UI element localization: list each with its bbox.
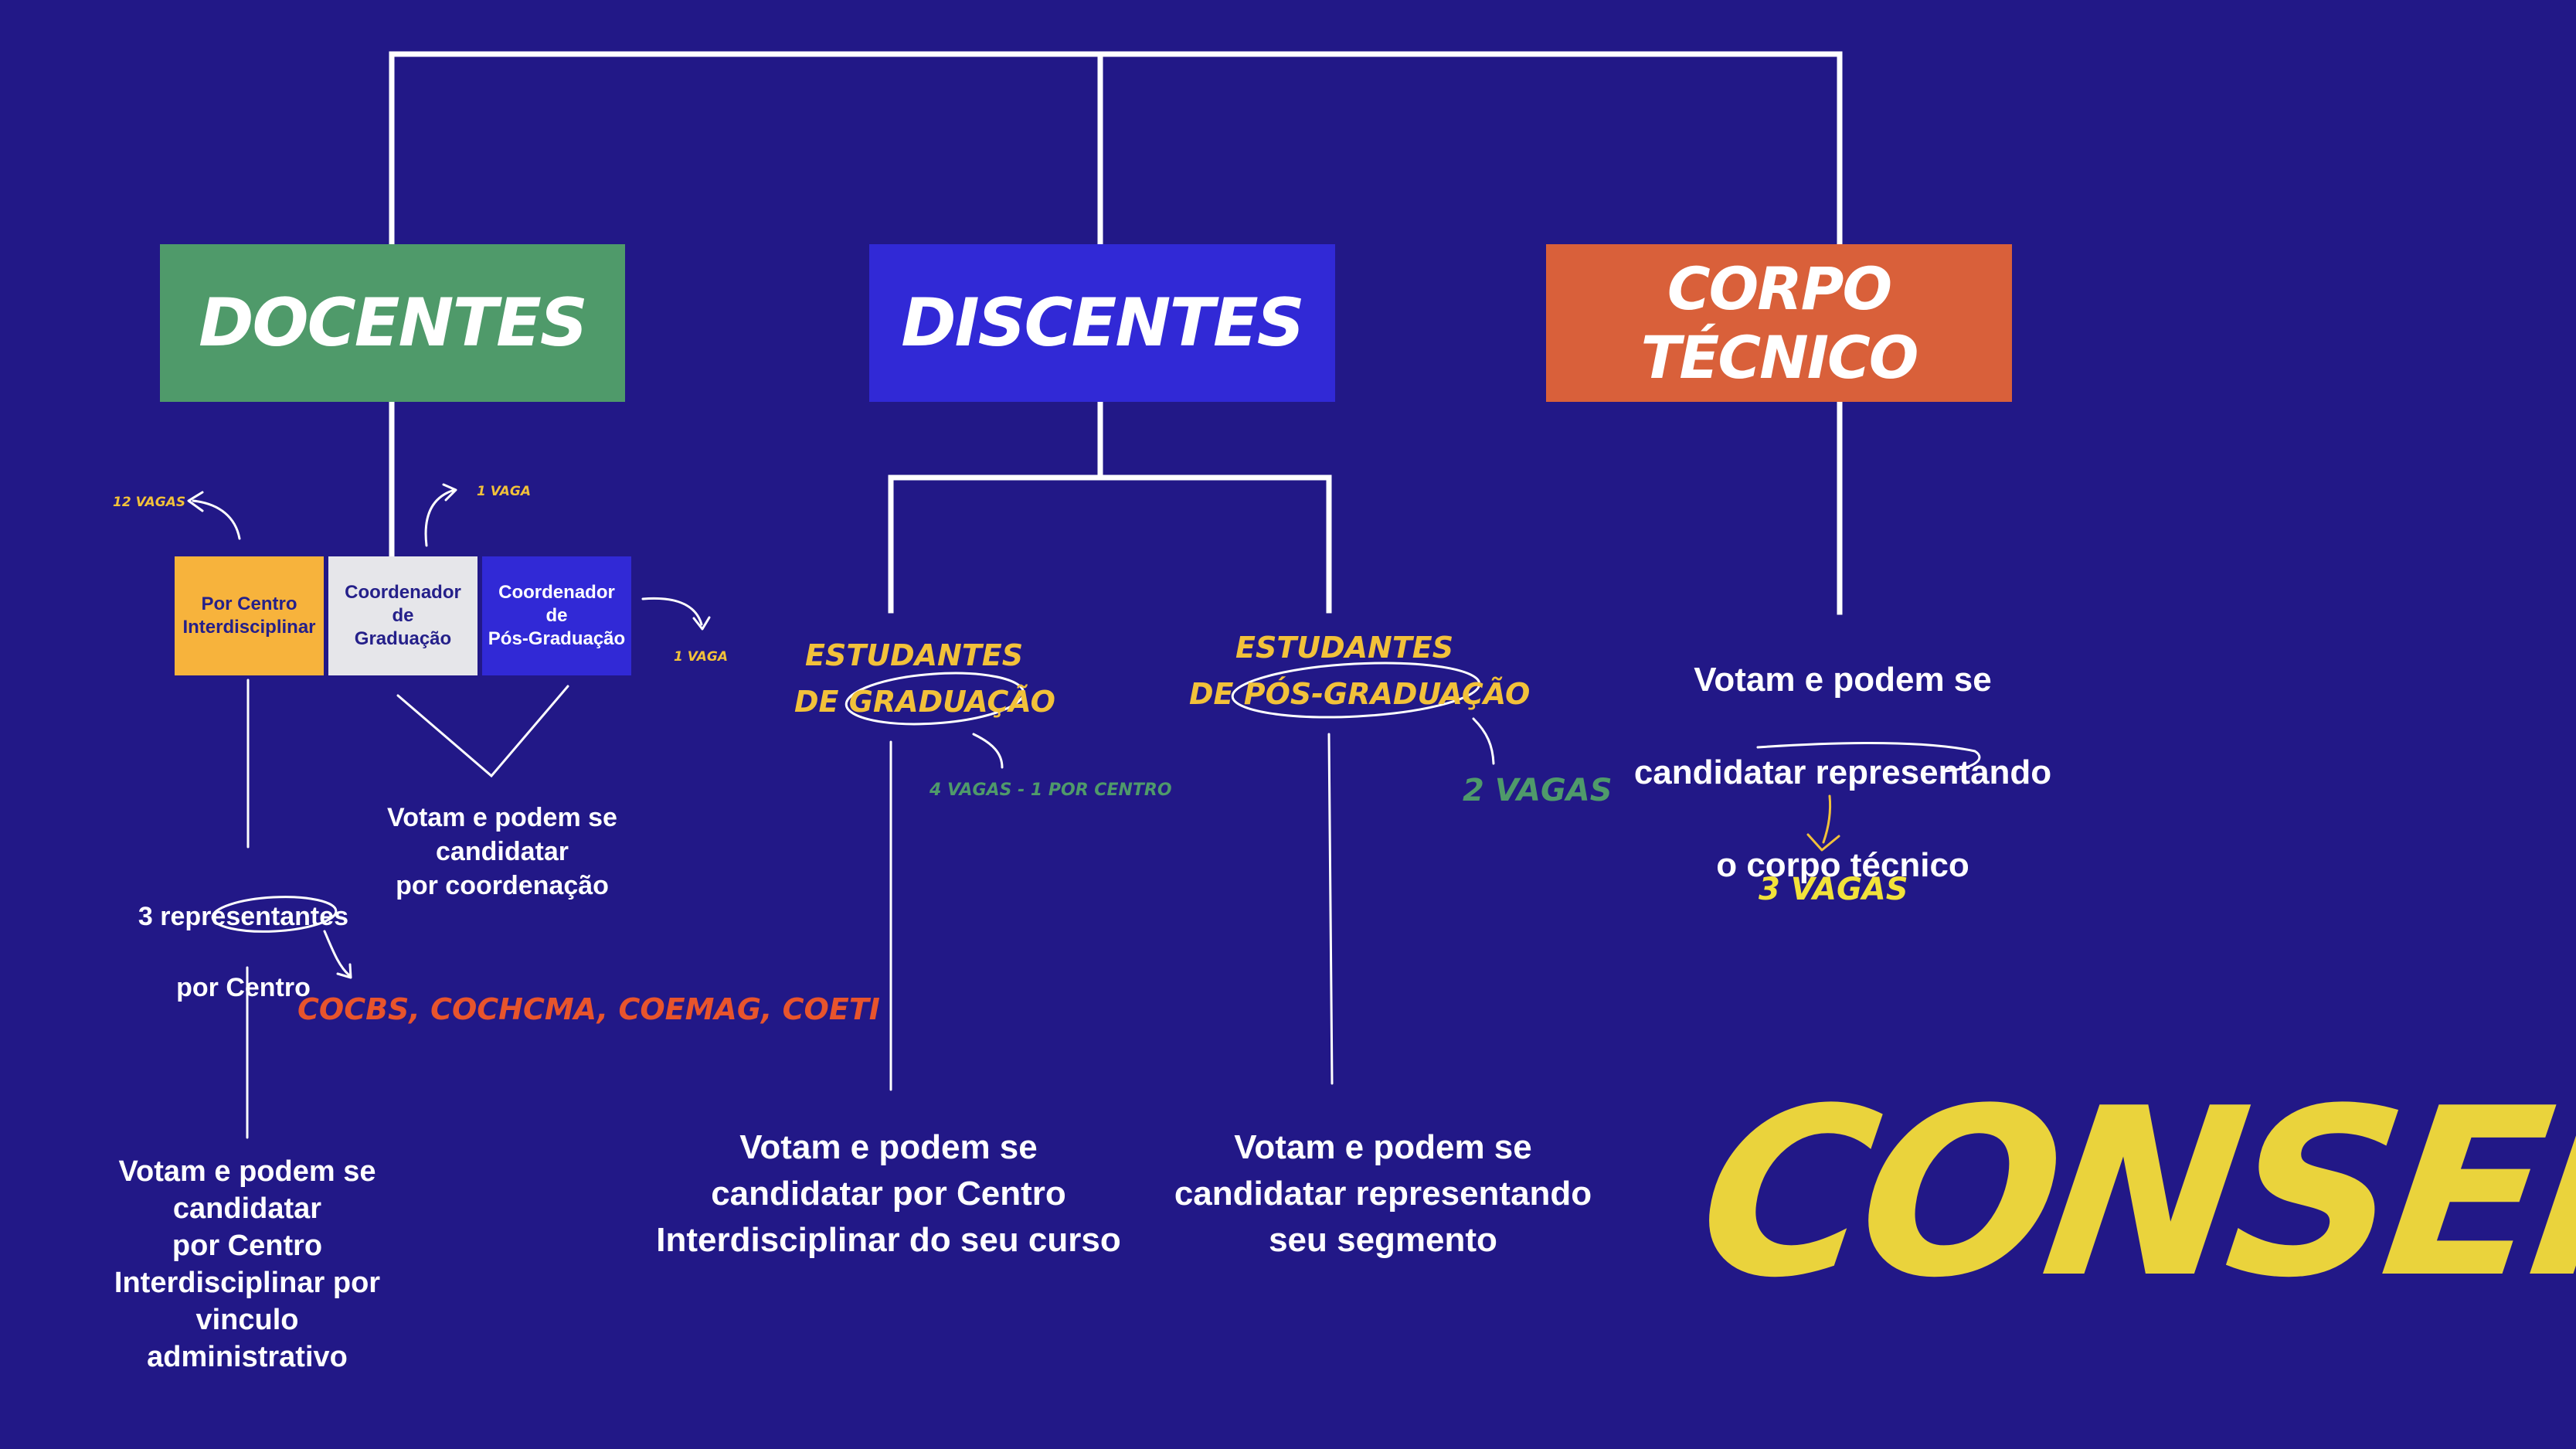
line-pos-down (1327, 733, 1334, 1085)
pos-label-word: PÓS-GRADUAÇÃO (1243, 677, 1531, 711)
label-estudantes-graduacao: ESTUDANTES DE GRADUAÇÃO (794, 632, 1055, 725)
pos-label-prefix: DE (1189, 677, 1234, 711)
grad-vagas-note: 4 VAGAS - 1 POR CENTRO (929, 781, 1172, 800)
corpo-tecnico-title: CORPO TÉCNICO (1640, 254, 1919, 392)
discentes-box: DISCENTES (869, 244, 1335, 402)
tecnico-text-prefix: o (1716, 846, 1738, 884)
arrow-1-vaga-pos (641, 597, 711, 631)
role-graduacao-box: Coordenador de Graduação (328, 556, 477, 675)
grad-label-prefix: DE (794, 685, 839, 719)
pos-label-line2: DE PÓS-GRADUAÇÃO (1189, 671, 1530, 717)
circle-pos-graduacao (1231, 662, 1481, 719)
underline-corpo-tecnico (1756, 742, 1981, 773)
centros-list: COCBS, COCHCMA, COEMAG, COETI (297, 992, 880, 1026)
pos-vagas-note: 2 VAGAS (1463, 773, 1613, 808)
tecnico-text-line3: o corpo técnico (1592, 842, 2094, 889)
vagas-pos-note: 1 VAGA (674, 649, 729, 665)
grad-label-line2: DE GRADUAÇÃO (794, 679, 1055, 725)
reps-word: Centro (226, 973, 311, 1002)
tecnico-text-line1: Votam e podem se (1694, 661, 1992, 699)
arrow-centro-list (323, 930, 352, 979)
top-bracket (389, 51, 1843, 247)
label-estudantes-pos: ESTUDANTES DE PÓS-GRADUAÇÃO (1189, 624, 1530, 717)
pos-label-line1: ESTUDANTES (1235, 631, 1454, 665)
reps-text-line1: 3 representantes (138, 902, 349, 931)
reps-text-line2: por Centro (100, 970, 386, 1005)
coordenacao-text: Votam e podem se candidatar por coordena… (387, 803, 617, 900)
coord-chevron (396, 685, 569, 778)
role-graduacao-label: Coordenador de Graduação (345, 582, 461, 649)
vagas-graduacao-note: 1 VAGA (477, 484, 532, 499)
grad-vote-text: Votam e podem se candidatar por Centro I… (656, 1128, 1121, 1259)
arrow-12-vagas (187, 491, 241, 540)
docentes-vote-text: Votam e podem se candidatar por Centro I… (114, 1155, 381, 1373)
discentes-split (888, 397, 1332, 614)
consepe-logo: CONSEPE (1684, 1059, 2576, 1328)
arrow-1-vaga-grad (424, 483, 457, 547)
corpo-tecnico-box: CORPO TÉCNICO (1546, 244, 2012, 402)
reps-text: 3 representantes por Centro (100, 863, 386, 1041)
tecnico-text-line2: candidatar representando (1633, 753, 2052, 791)
vagas-centro-note: 12 VAGAS (113, 495, 186, 510)
tecnico-vagas-note: 3 VAGAS (1759, 872, 1908, 907)
arrow-grad-vagas (972, 733, 1004, 769)
role-pos-label: Coordenador de Pós-Graduação (488, 582, 626, 649)
circle-centro (211, 896, 338, 933)
pos-vote-text: Votam e podem se candidatar representand… (1174, 1128, 1592, 1259)
role-centro-label: Por Centro Interdisciplinar (182, 594, 316, 638)
discentes-title: DISCENTES (901, 284, 1305, 362)
docentes-box: DOCENTES (160, 244, 625, 402)
docentes-title: DOCENTES (199, 284, 588, 362)
grad-label-word: GRADUAÇÃO (848, 685, 1055, 719)
arrow-tecnico-vagas (1806, 794, 1840, 852)
role-pos-box: Coordenador de Pós-Graduação (482, 556, 631, 675)
circle-graduacao (845, 672, 1025, 726)
tecnico-text-word: corpo técnico (1746, 846, 1969, 884)
role-centro-box: Por Centro Interdisciplinar (175, 556, 324, 675)
tecnico-text: Votam e podem se candidatar representand… (1592, 611, 2094, 935)
arrow-pos-vagas (1472, 717, 1495, 765)
grad-label-line1: ESTUDANTES (805, 638, 1024, 672)
reps-prefix: por (176, 973, 219, 1002)
